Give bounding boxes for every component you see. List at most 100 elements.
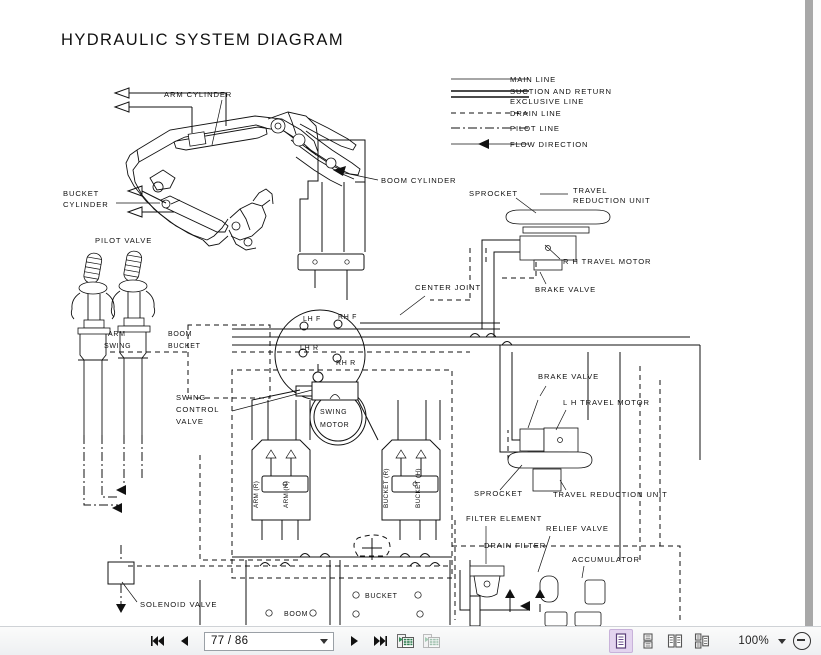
callout-brake-valve-top: BRAKE VALVE (535, 285, 596, 294)
callout-valve-bucket-h: BUCKET (H) (415, 468, 422, 508)
callout-travel-reduction-top-l2: REDUCTION UNIT (573, 196, 651, 205)
callout-drain-filter: DRAIN FILTER (484, 541, 546, 550)
cylinder-port-arrows (113, 87, 227, 218)
callout-valve-arm-r: ARM (R) (253, 481, 260, 508)
legend-label-drain-line: DRAIN LINE (510, 109, 562, 118)
legend-label-suction-return: SUCTION AND RETURN (510, 87, 612, 96)
continuous-view-icon (643, 633, 653, 649)
previous-page-button[interactable] (172, 629, 196, 653)
legend-label-main-line: MAIN LINE (510, 75, 556, 84)
callout-valve-bucket-r: BUCKET (R) (383, 468, 390, 508)
callout-solenoid-valve: SOLENOID VALVE (140, 600, 217, 609)
book-view-button[interactable] (690, 629, 714, 653)
swing-motor-symbol: SWING MOTOR (295, 364, 367, 446)
viewer-toolbar: 77 / 86 (0, 626, 821, 655)
page-navigation-group: 77 / 86 (146, 627, 444, 655)
two-page-view-button[interactable] (663, 629, 687, 653)
callout-filter-element: FILTER ELEMENT (466, 514, 542, 523)
callout-joystick-swing: SWING (104, 343, 131, 350)
swing-control-enclosure (187, 324, 271, 399)
book-view-icon (694, 633, 709, 649)
callout-spool-arm: BOOM (284, 611, 308, 618)
window-right-edge (805, 0, 813, 627)
control-valve-spools: ARM (R) ARM (H) BUCKET (R) BUCKET (H) (251, 389, 441, 540)
callout-boom-cylinder: BOOM CYLINDER (381, 176, 456, 185)
callout-valve-arm-h: ARM (H) (283, 481, 290, 508)
pilot-lines-left (83, 435, 143, 513)
callout-bucket-cylinder-line2: CYLINDER (63, 200, 109, 209)
callout-lh-travel-motor: L H TRAVEL MOTOR (563, 398, 650, 407)
callout-pilot-valve: PILOT VALVE (95, 236, 152, 245)
single-page-view-button[interactable] (609, 629, 633, 653)
callout-port-lh-r: LH R (300, 345, 319, 352)
document-page: HYDRAULIC SYSTEM DIAGRAM MAIN LINE SUCTI… (61, 31, 701, 627)
callout-port-rh-f: RH F (338, 314, 357, 321)
callout-port-rh-r: RH R (336, 360, 356, 367)
callout-travel-reduction-top-l1: TRAVEL (573, 186, 607, 195)
continuous-view-button[interactable] (636, 629, 660, 653)
callout-travel-reduction-bottom: TRAVEL REDUCTION UNIT (553, 490, 668, 499)
tank-enclosure (452, 545, 681, 620)
single-page-view-icon (615, 633, 627, 649)
excavator-front-illustration (125, 111, 366, 300)
legend-label-flow-direction: FLOW DIRECTION (510, 140, 588, 149)
callout-joystick-bucket: BUCKET (168, 343, 201, 350)
callout-spool-boom: BUCKET (365, 593, 398, 600)
callout-relief-valve: RELIEF VALVE (546, 524, 609, 533)
page-title: HYDRAULIC SYSTEM DIAGRAM (61, 31, 344, 49)
rh-travel-motor-assembly (500, 209, 611, 279)
flow-direction-arrow-icon (478, 139, 489, 149)
travel-circuit-lines (430, 239, 520, 460)
callout-joystick-arm: ARM (108, 331, 126, 338)
lower-spool-symbols: BOOM BUCKET (199, 534, 471, 625)
aux-enclosure (199, 455, 300, 561)
document-scroll-area[interactable]: HYDRAULIC SYSTEM DIAGRAM MAIN LINE SUCTI… (0, 0, 813, 627)
filter-tank-assembly (459, 565, 606, 627)
two-page-view-icon (667, 634, 683, 648)
chevron-down-icon[interactable] (320, 639, 328, 644)
callout-sprocket-top: SPROCKET (469, 189, 518, 198)
next-page-button[interactable] (342, 629, 366, 653)
callout-port-lh-f: LH F (303, 316, 321, 323)
callout-sprocket-bottom: SPROCKET (474, 489, 523, 498)
control-valve-enclosure (231, 369, 453, 579)
misc-connections (587, 345, 701, 560)
view-mode-group: 100% (609, 627, 821, 655)
first-page-icon (151, 636, 164, 646)
legend-label-exclusive-line: EXCLUSIVE LINE (510, 97, 584, 106)
export-page-icon (397, 633, 414, 648)
callout-swing-motor-line1: SWING (320, 409, 347, 416)
boom-cylinder-symbol (297, 253, 365, 271)
zoom-dropdown-icon[interactable] (778, 638, 786, 644)
callout-accumulator: ACCUMULATOR (572, 555, 640, 564)
export-all-tool[interactable] (420, 630, 444, 652)
pilot-valve-joystick-right (110, 250, 156, 435)
callout-swing-control-line1: SWING (176, 393, 206, 402)
callout-joystick-boom: BOOM (168, 331, 192, 338)
last-page-icon (374, 636, 387, 646)
last-page-button[interactable] (368, 629, 392, 653)
callout-arm-cylinder: ARM CYLINDER (164, 90, 232, 99)
first-page-button[interactable] (146, 629, 170, 653)
legend: MAIN LINE SUCTION AND RETURN EXCLUSIVE L… (451, 75, 612, 149)
center-joint-ports: LH F RH F LH R RH R (274, 309, 366, 401)
lh-travel-motor-assembly (507, 427, 593, 492)
callout-center-joint: CENTER JOINT (415, 283, 481, 292)
callout-rh-travel-motor: R H TRAVEL MOTOR (563, 257, 651, 266)
callout-bucket-cylinder-line1: BUCKET (63, 189, 99, 198)
callout-swing-control-line3: VALVE (176, 417, 204, 426)
pilot-valve-joystick-left (70, 252, 116, 435)
page-number-input[interactable]: 77 / 86 (204, 631, 334, 651)
callout-swing-motor-line2: MOTOR (320, 422, 349, 429)
zoom-out-button[interactable] (793, 632, 811, 650)
export-page-tool[interactable] (394, 630, 418, 652)
export-all-icon (423, 633, 440, 648)
previous-page-icon (180, 636, 188, 646)
next-page-icon (350, 636, 358, 646)
callout-swing-control-line2: CONTROL (176, 405, 219, 414)
main-line-trunk (110, 322, 700, 567)
page-number-value: 77 / 86 (211, 635, 249, 647)
callout-brake-valve-bottom: BRAKE VALVE (538, 372, 599, 381)
legend-label-pilot-line: PILOT LINE (510, 124, 560, 133)
